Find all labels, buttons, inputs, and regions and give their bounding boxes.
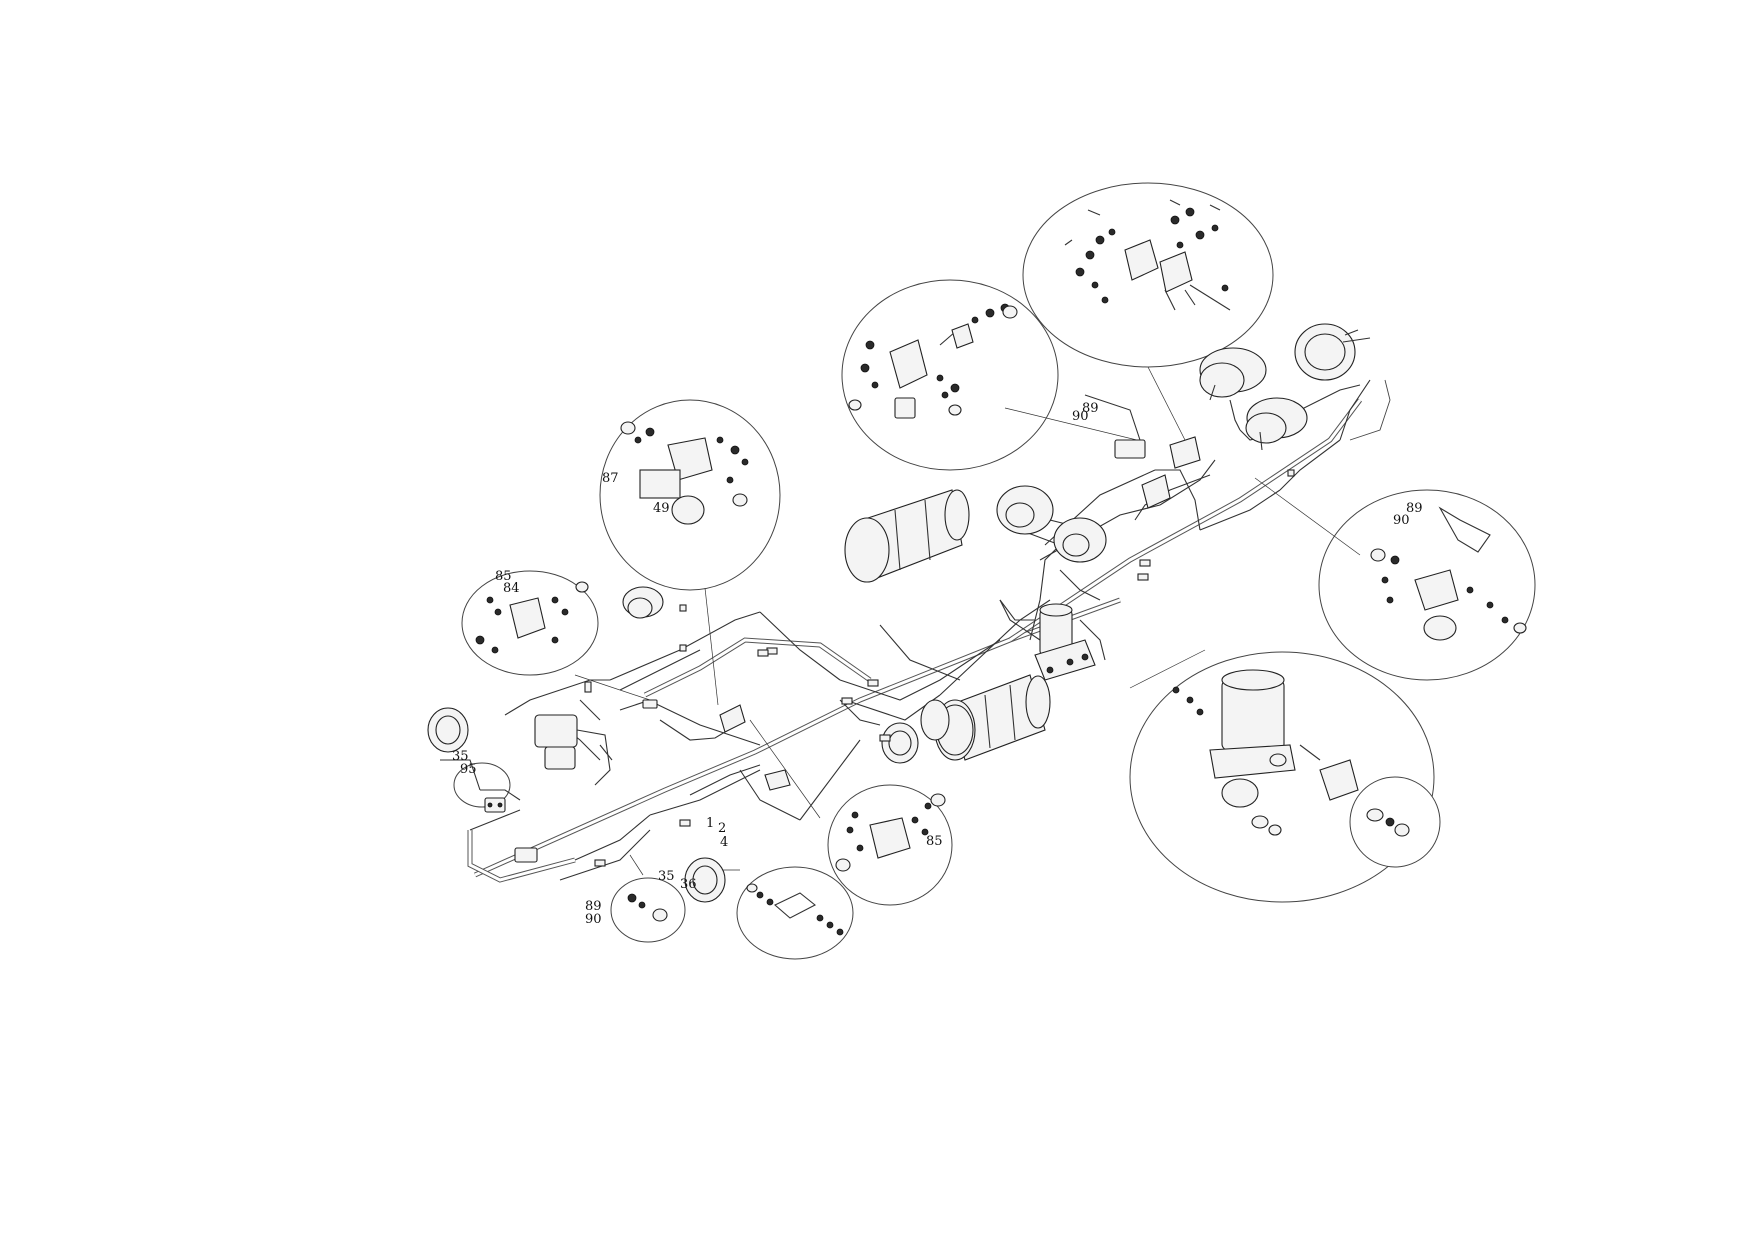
relay-valve-icon <box>484 797 506 813</box>
callout-label: 90 <box>1393 513 1410 528</box>
callout-labels: 87 49 85 84 35 95 89 90 1 2 4 35 36 85 9… <box>452 401 1423 927</box>
relay-valve-icon <box>764 769 791 791</box>
left-rail <box>467 830 576 883</box>
brake-chamber-icon <box>1199 347 1267 401</box>
air-dryer-icon <box>1209 669 1296 808</box>
detail-bubble-bottom-right <box>736 866 854 960</box>
detail-bubbles <box>453 182 1536 960</box>
air-dryer-assembly <box>999 599 1096 681</box>
brake-chamber-icon <box>1053 517 1107 563</box>
detail-small-dryer-parts <box>1366 808 1410 837</box>
air-dryer-icon <box>1039 603 1073 656</box>
brake-chamber-icon <box>684 857 726 903</box>
pipe-network <box>440 366 1391 883</box>
brake-chamber-icon <box>1245 397 1308 451</box>
callout-label: 35 <box>658 869 675 884</box>
mid-cross-line <box>643 637 872 698</box>
detail-upper-center-parts <box>848 303 1018 419</box>
relay-valve-icon <box>1034 639 1096 681</box>
detail-lower-center-parts <box>835 793 946 872</box>
detail-air-dryer-parts <box>1172 669 1359 836</box>
brake-chamber-icon <box>427 707 469 753</box>
callout-label: 90 <box>1072 409 1089 424</box>
callout-label: 89 <box>1082 401 1099 416</box>
detail-bubble-small-dryer <box>1349 776 1441 868</box>
brake-chambers <box>427 323 1371 903</box>
main-line-rear <box>1008 398 1362 643</box>
compressor-assembly <box>484 714 613 863</box>
callout-label: 1 <box>706 816 714 831</box>
relay-valve-icon <box>514 847 538 863</box>
callout-label: 95 <box>460 762 477 777</box>
callout-label: 89 <box>585 899 602 914</box>
detail-bubble-bottom-small <box>610 877 686 943</box>
callout-label: 84 <box>503 581 520 596</box>
brake-chamber-icon <box>881 722 919 764</box>
brake-chamber-icon <box>622 586 664 619</box>
detail-top-right-parts <box>1064 199 1231 311</box>
detail-bubble-top-right <box>1022 182 1274 368</box>
callout-label: 36 <box>680 877 697 892</box>
callout-label: 35 <box>452 749 469 764</box>
relay-valve-icon <box>1084 394 1146 459</box>
main-line-front <box>473 597 1121 878</box>
detail-bottom-right-parts <box>746 883 844 936</box>
air-tanks <box>844 489 1051 761</box>
callout-label: 85 <box>495 569 512 584</box>
callout-label: 87 <box>602 471 619 486</box>
detail-bubble-upper-center <box>841 279 1059 471</box>
callout-label: 49 <box>653 501 670 516</box>
callout-label: 89 <box>1406 501 1423 516</box>
callout-label: 2 <box>718 821 726 836</box>
brake-chamber-icon <box>996 485 1054 535</box>
detail-bubble-lower-left <box>453 762 511 808</box>
detail-left-parts <box>475 581 589 654</box>
detail-relay-valve-parts <box>620 421 749 525</box>
relay-valve-icon <box>1141 436 1201 509</box>
compressor-icon <box>534 714 613 786</box>
detail-right-parts <box>1370 506 1527 641</box>
callout-label: 4 <box>720 835 728 850</box>
relay-valve-icon <box>719 704 746 733</box>
air-tank-icon <box>844 489 970 583</box>
detail-bottom-small-parts <box>627 893 668 922</box>
fitting-icon <box>584 469 1295 867</box>
network-valves <box>584 394 1295 867</box>
air-tank-icon <box>920 699 974 756</box>
brake-chamber-icon <box>1294 323 1371 381</box>
callout-label: 90 <box>585 912 602 927</box>
callout-label: 85 <box>926 834 943 849</box>
